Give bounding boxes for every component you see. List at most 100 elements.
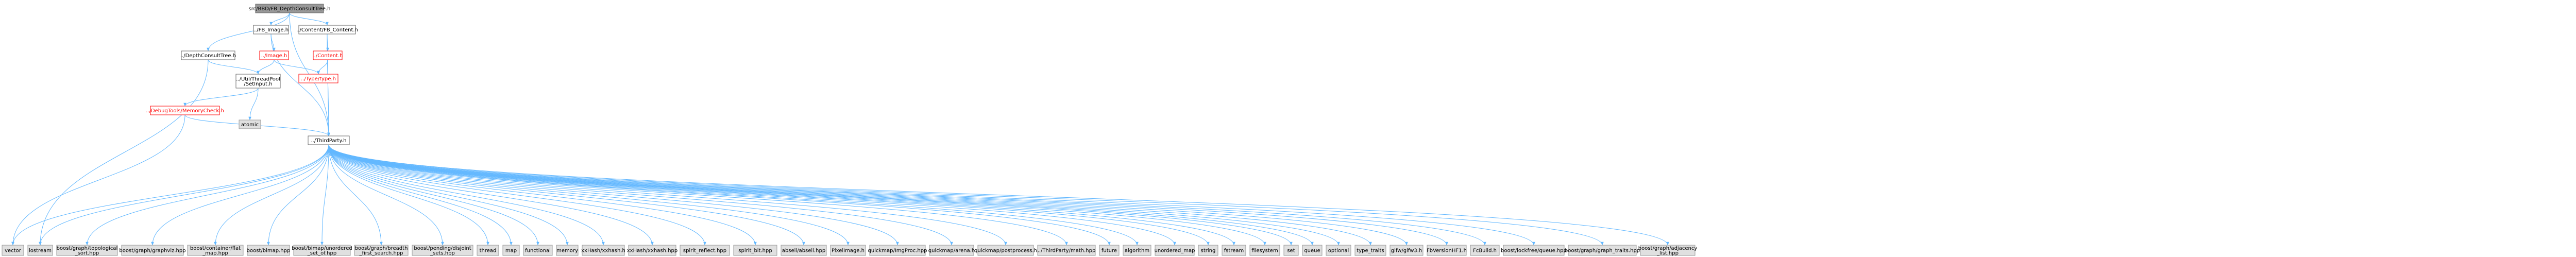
- edge-thirdparty-to-spirit_reflect: [328, 144, 706, 246]
- node-box-spirit_reflect: [680, 245, 730, 256]
- node-pixelimage[interactable]: PixelImage.h: [830, 245, 866, 256]
- node-functional[interactable]: functional: [523, 245, 553, 256]
- node-label-fbimage: ../FB_Image.h: [253, 27, 289, 33]
- node-vector[interactable]: vector: [2, 245, 24, 256]
- node-fbimage[interactable]: ../FB_Image.h: [253, 25, 289, 35]
- node-bfs[interactable]: boost/graph/breadth_first_search.hpp: [354, 245, 409, 256]
- node-typetype[interactable]: ../Type/type.h: [298, 74, 338, 83]
- node-root[interactable]: src/BBD/FB_DepthConsultTree.h: [249, 4, 331, 13]
- node-adjacency[interactable]: boost/graph/adjacency_list.hpp: [1638, 245, 1698, 256]
- edge-thirdparty-to-postprocess: [328, 144, 1007, 246]
- node-fcbuild[interactable]: FcBuild.h: [1470, 245, 1500, 256]
- node-box-fbcontent: [298, 25, 356, 35]
- node-queue[interactable]: queue: [1302, 245, 1323, 256]
- node-box-abseil: [781, 245, 827, 256]
- node-box-topological: [56, 245, 118, 256]
- node-glfw[interactable]: glfw/glfw3.h: [1389, 245, 1423, 256]
- edge-debugtools-to-vector: [11, 114, 185, 246]
- node-type_traits[interactable]: type_traits: [1354, 245, 1386, 256]
- node-atomic[interactable]: atomic: [239, 119, 261, 129]
- node-label-optional: optional: [1328, 248, 1349, 254]
- node-filesystem[interactable]: filesystem: [1249, 245, 1280, 256]
- node-memory[interactable]: memory: [556, 245, 579, 256]
- node-postprocess[interactable]: quickmap/postprocess.h: [974, 245, 1037, 256]
- node-iostream[interactable]: iostream: [27, 245, 53, 256]
- node-label-root: src/BBD/FB_DepthConsultTree.h: [249, 6, 331, 12]
- node-topological[interactable]: boost/graph/topological_sort.hpp: [56, 245, 118, 256]
- node-thread[interactable]: thread: [477, 245, 499, 256]
- node-unordered_map[interactable]: unordered_map: [1155, 245, 1195, 256]
- node-string[interactable]: string: [1198, 245, 1218, 256]
- node-lockfree[interactable]: boost/lockfree/queue.hpp: [1501, 245, 1567, 256]
- edge-imageh-to-setinput: [257, 59, 275, 75]
- edge-thirdparty-to-fstream: [328, 144, 1235, 246]
- node-depthconsult[interactable]: ../DepthConsultTree.h: [180, 50, 236, 60]
- node-imgproc[interactable]: quickmap/ImgProc.hpp: [868, 245, 927, 256]
- node-set[interactable]: set: [1283, 245, 1299, 256]
- node-algorithm[interactable]: algorithm: [1123, 245, 1151, 256]
- edge-root-to-fbcontent: [289, 12, 329, 26]
- node-box-imgproc: [869, 245, 926, 256]
- node-box-iostream: [27, 245, 53, 256]
- node-box-future: [1099, 245, 1120, 256]
- node-abseil[interactable]: abseil/abseil.hpp: [781, 245, 827, 256]
- node-fbversion[interactable]: FbVersionHF1.h: [1427, 245, 1467, 256]
- node-future[interactable]: future: [1099, 245, 1120, 256]
- edge-thirdparty-to-disjoint: [328, 144, 444, 246]
- edge-thirdparty-to-graph_traits: [328, 144, 1604, 246]
- node-fstream[interactable]: fstream: [1222, 245, 1246, 256]
- node-box-xxhash_h: [582, 245, 625, 256]
- node-spirit_bit[interactable]: spirit_bit.hpp: [733, 245, 777, 256]
- edge-thirdparty-to-lockfree: [328, 144, 1535, 246]
- node-thirdparty[interactable]: ../ThirdParty.h: [308, 135, 350, 145]
- edge-thirdparty-to-abseil: [328, 144, 805, 246]
- node-box-arena: [929, 245, 974, 256]
- node-optional[interactable]: optional: [1326, 245, 1351, 256]
- node-unordered_set_of[interactable]: boost/bimap/unordered_set_of.hpp: [292, 245, 352, 256]
- node-label-vector: vector: [5, 248, 22, 254]
- node-graph_traits[interactable]: boost/graph/graph_traits.hpp: [1565, 245, 1640, 256]
- node-box-thirdparty: [308, 135, 350, 145]
- node-map[interactable]: map: [502, 245, 520, 256]
- node-bimap[interactable]: boost/bimap.hpp: [247, 245, 291, 256]
- node-xxhash_hpp[interactable]: xxHash/xxhash.hpp: [627, 245, 677, 256]
- node-label-topological: _sort.hpp: [75, 250, 99, 256]
- node-label-filesystem: filesystem: [1251, 248, 1278, 254]
- node-label-lockfree: boost/lockfree/queue.hpp: [1501, 248, 1567, 254]
- node-imageh[interactable]: ../Image.h: [259, 50, 289, 60]
- node-label-typetype: ../Type/type.h: [301, 76, 336, 82]
- node-box-glfw: [1389, 245, 1423, 256]
- node-flatmap[interactable]: boost/container/flat_map.hpp: [187, 245, 244, 256]
- node-fbcontent[interactable]: ../Content/FB_Content.h: [296, 25, 358, 35]
- node-label-future: future: [1101, 248, 1117, 254]
- node-disjoint[interactable]: boost/pending/disjoint_sets.hpp: [412, 245, 473, 256]
- node-box-setinput: [235, 74, 281, 89]
- node-box-typetype: [298, 74, 338, 83]
- node-box-queue: [1302, 245, 1323, 256]
- node-box-spirit_bit: [733, 245, 777, 256]
- node-box-functional: [523, 245, 553, 256]
- edge-thirdparty-to-filesystem: [328, 144, 1266, 246]
- node-label-functional: functional: [525, 248, 551, 254]
- node-math[interactable]: ../ThirdParty/math.hpp: [1037, 245, 1096, 256]
- node-label-memory: memory: [556, 248, 578, 254]
- node-box-lockfree: [1503, 245, 1565, 256]
- edge-imageh-to-typetype: [274, 59, 320, 75]
- node-label-math: ../ThirdParty/math.hpp: [1038, 248, 1096, 254]
- node-label-fstream: fstream: [1224, 248, 1244, 254]
- node-graphviz[interactable]: boost/graph/graphviz.hpp: [119, 245, 186, 256]
- node-box-adjacency: [1640, 245, 1696, 256]
- node-contenth[interactable]: ../Content.h: [312, 50, 343, 60]
- node-setinput[interactable]: ../Util/ThreadPool/SetInput.h: [235, 74, 281, 89]
- node-spirit_reflect[interactable]: spirit_reflect.hpp: [680, 245, 730, 256]
- node-arena[interactable]: quickmap/arena.h: [928, 245, 975, 256]
- node-label-flatmap: boost/container/flat: [190, 246, 241, 251]
- node-debugtools[interactable]: ../DebugTools/MemoryCheck.h: [146, 106, 224, 115]
- node-box-thread: [477, 245, 499, 256]
- node-label-arena: quickmap/arena.h: [928, 248, 975, 254]
- node-box-xxhash_hpp: [628, 245, 676, 256]
- edge-thirdparty-to-map: [328, 144, 513, 246]
- node-label-atomic: atomic: [241, 122, 259, 128]
- node-label-pixelimage: PixelImage.h: [832, 248, 865, 254]
- node-xxhash_h[interactable]: xxHash/xxhash.h: [581, 245, 625, 256]
